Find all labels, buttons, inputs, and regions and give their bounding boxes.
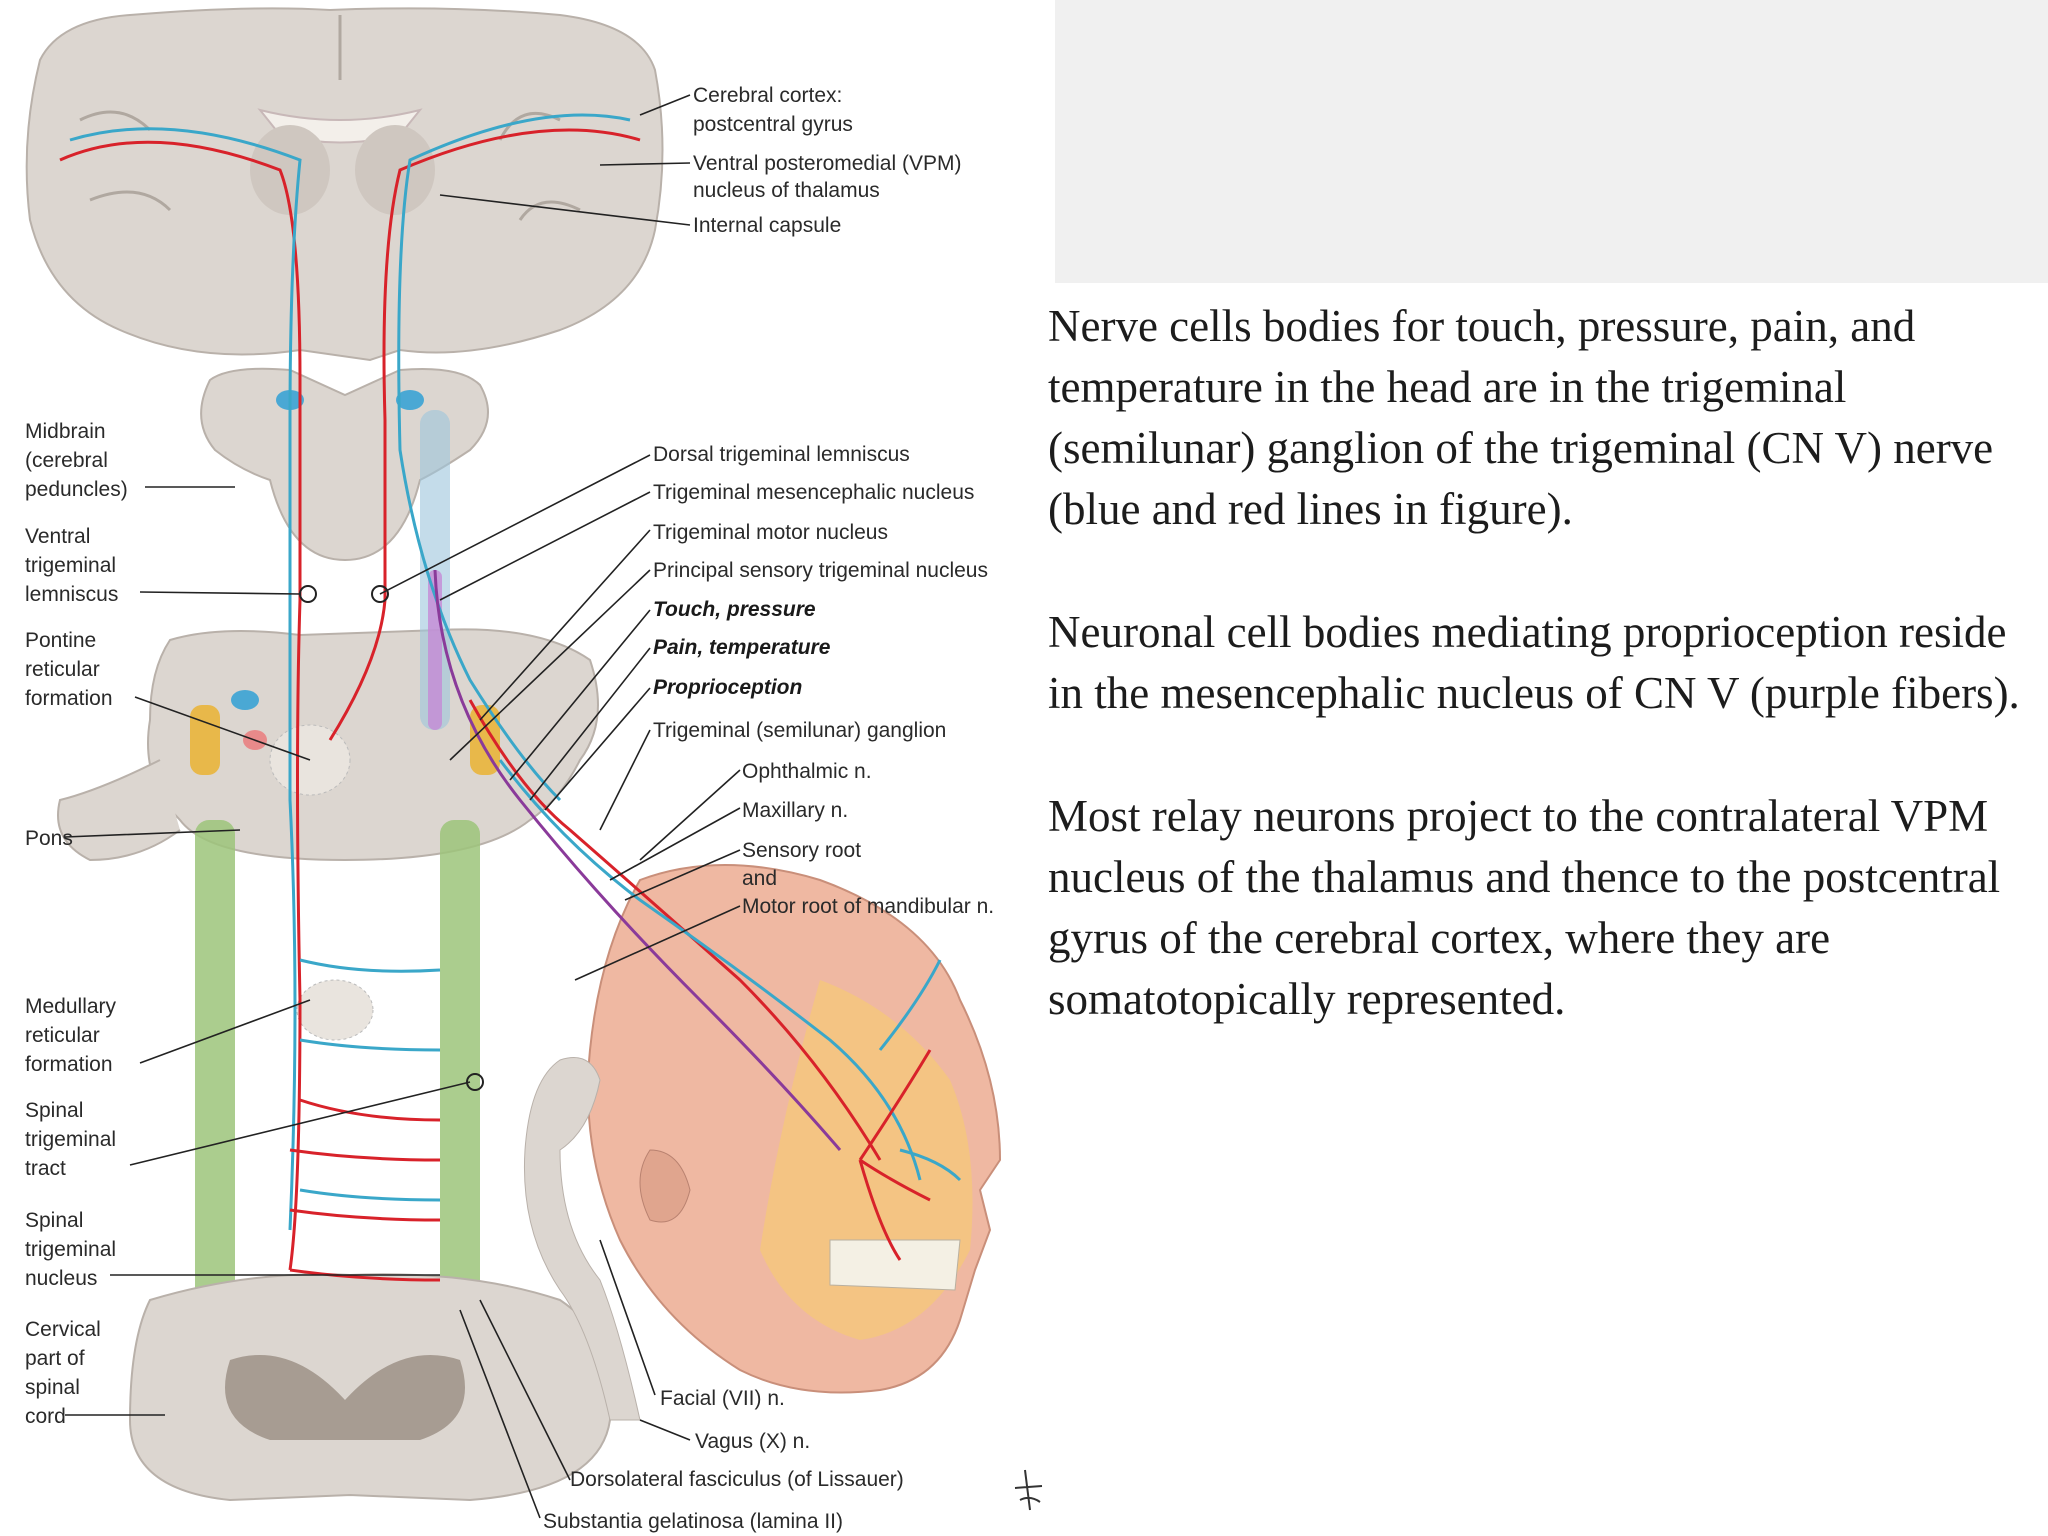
- svg-text:Medullary: Medullary: [25, 995, 117, 1018]
- svg-text:Cervical: Cervical: [25, 1318, 101, 1341]
- lemniscus-marker-left: [299, 585, 317, 603]
- svg-text:Ventral posteromedial (VPM): Ventral posteromedial (VPM): [693, 152, 961, 175]
- label-proprioception: Proprioception: [653, 676, 802, 699]
- label-principal-sensory: Principal sensory trigeminal nucleus: [653, 559, 988, 582]
- svg-text:Midbrain: Midbrain: [25, 420, 106, 443]
- blue-path-left: [69, 127, 302, 1231]
- label-spinal-tract: Spinal trigeminal tract: [25, 1099, 116, 1180]
- svg-text:lemniscus: lemniscus: [25, 583, 118, 606]
- svg-text:trigeminal: trigeminal: [25, 1238, 116, 1261]
- paragraph-touch-pain: Nerve cells bodies for touch, pressure, …: [1048, 301, 1994, 534]
- svg-text:Ventral: Ventral: [25, 525, 90, 548]
- label-lissauer: Dorsolateral fasciculus (of Lissauer): [570, 1468, 904, 1491]
- label-spinal-nucleus: Spinal trigeminal nucleus: [25, 1209, 116, 1290]
- svg-text:trigeminal: trigeminal: [25, 554, 116, 577]
- svg-text:part of: part of: [25, 1347, 85, 1370]
- label-ventral-lemniscus: Ventral trigeminal lemniscus: [25, 525, 118, 606]
- label-vpm: Ventral posteromedial (VPM) nucleus of t…: [693, 152, 961, 202]
- svg-text:trigeminal: trigeminal: [25, 1128, 116, 1151]
- grey-matter: [225, 1355, 465, 1440]
- svg-text:peduncles): peduncles): [25, 478, 128, 501]
- label-maxillary: Maxillary n.: [742, 799, 848, 822]
- label-pain: Pain, temperature: [653, 636, 831, 659]
- label-internal-capsule: Internal capsule: [693, 214, 841, 237]
- trigeminal-root-stub: [57, 759, 181, 862]
- label-mesencephalic: Trigeminal mesencephalic nucleus: [653, 481, 974, 504]
- leader-lines: [64, 94, 741, 1519]
- paragraph-proprioception: Neuronal cell bodies mediating proprioce…: [1048, 607, 2020, 718]
- svg-text:Cerebral cortex:: Cerebral cortex:: [693, 84, 842, 107]
- svg-text:formation: formation: [25, 1053, 113, 1076]
- label-pontine-reticular: Pontine reticular formation: [25, 629, 113, 710]
- label-facial: Facial (VII) n.: [660, 1387, 785, 1410]
- red-path-right: [328, 128, 641, 741]
- lemniscus-marker-right: [371, 585, 389, 603]
- paragraph-relay: Most relay neurons project to the contra…: [1048, 791, 2001, 1024]
- face-branches: [858, 1049, 932, 1261]
- label-ophthalmic: Ophthalmic n.: [742, 760, 872, 783]
- svg-text:postcentral gyrus: postcentral gyrus: [693, 113, 853, 136]
- spinal-loops-blue: [299, 958, 441, 1202]
- pons-blue-left: [231, 690, 259, 710]
- svg-text:and: and: [742, 867, 777, 890]
- label-cervical: Cervical part of spinal cord: [25, 1318, 101, 1428]
- svg-text:formation: formation: [25, 687, 113, 710]
- label-vagus: Vagus (X) n.: [695, 1430, 810, 1453]
- teeth: [829, 1239, 961, 1291]
- svg-text:Spinal: Spinal: [25, 1099, 83, 1122]
- svg-text:Motor root of mandibular n.: Motor root of mandibular n.: [742, 895, 994, 918]
- trigeminal-pathway-diagram: Midbrain (cerebral peduncles) Ventral tr…: [25, 7, 1043, 1533]
- svg-text:reticular: reticular: [25, 658, 100, 681]
- thalamus-right: [355, 125, 435, 215]
- svg-text:reticular: reticular: [25, 1024, 100, 1047]
- ear: [639, 1149, 691, 1223]
- motor-nucleus-left: [190, 705, 220, 775]
- purple-path: [433, 569, 842, 1151]
- cortex-folds: [79, 15, 581, 221]
- svg-text:Pontine: Pontine: [25, 629, 96, 652]
- label-midbrain: Midbrain (cerebral peduncles): [25, 420, 128, 501]
- spinal-tract-left: [195, 820, 235, 1320]
- midbrain-section: [200, 367, 489, 562]
- motor-nucleus-right: [470, 705, 500, 775]
- label-dorsal-lemniscus: Dorsal trigeminal lemniscus: [653, 443, 910, 466]
- facial-nerve-tube: [523, 1057, 641, 1421]
- red-ganglion-path: [468, 699, 882, 1161]
- label-motor-nucleus: Trigeminal motor nucleus: [653, 521, 888, 544]
- label-ganglion: Trigeminal (semilunar) ganglion: [653, 719, 946, 742]
- label-pons: Pons: [25, 827, 73, 850]
- spinal-tract-right: [440, 820, 480, 1320]
- thalamus-left: [250, 125, 330, 215]
- svg-text:(cerebral: (cerebral: [25, 449, 108, 472]
- label-gelatinosa: Substantia gelatinosa (lamina II): [543, 1510, 843, 1533]
- label-cortex: Cerebral cortex: postcentral gyrus: [693, 84, 853, 136]
- red-path-left: [59, 140, 302, 1271]
- svg-text:tract: tract: [25, 1157, 66, 1180]
- midbrain-blue-right: [396, 390, 424, 410]
- label-touch: Touch, pressure: [653, 598, 816, 621]
- cerebrum-section: [25, 7, 664, 362]
- blue-ganglion-path: [498, 759, 922, 1181]
- label-medullary-reticular: Medullary reticular formation: [25, 995, 117, 1076]
- svg-text:nucleus of thalamus: nucleus of thalamus: [693, 179, 880, 202]
- explanation-text: Nerve cells bodies for touch, pressure, …: [1048, 296, 2038, 1092]
- svg-text:Spinal: Spinal: [25, 1209, 83, 1232]
- svg-text:Sensory root: Sensory root: [742, 839, 861, 862]
- signature-mark: [1014, 1469, 1043, 1511]
- svg-text:spinal: spinal: [25, 1376, 80, 1399]
- face-branches-blue: [878, 959, 962, 1182]
- svg-text:nucleus: nucleus: [25, 1267, 97, 1290]
- svg-text:cord: cord: [25, 1405, 66, 1428]
- medullary-reticular: [296, 979, 374, 1041]
- grey-banner: [1055, 0, 2048, 283]
- spinal-loops-red: [289, 1098, 441, 1282]
- blue-path-right: [397, 113, 631, 802]
- label-sensory-root: Sensory root and Motor root of mandibula…: [742, 839, 994, 918]
